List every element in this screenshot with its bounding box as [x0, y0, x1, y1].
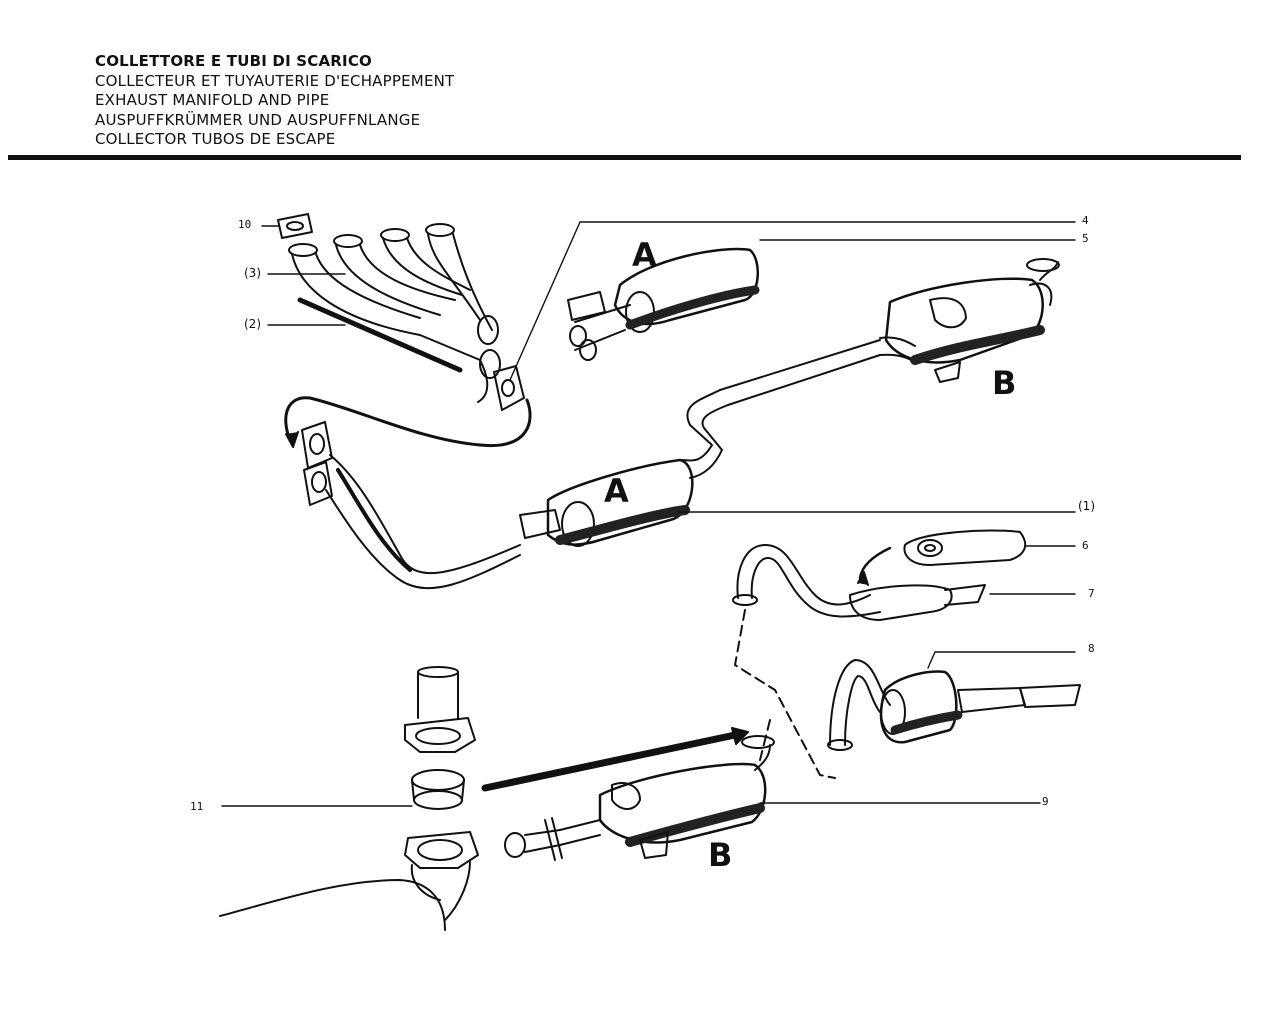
callout-7: 7: [1088, 587, 1095, 600]
connector-curve: [284, 396, 532, 448]
callout-4: 4: [1082, 214, 1089, 227]
part-rear-muffler-b-top: [884, 258, 1060, 383]
part-manifold: [288, 223, 525, 411]
section-letter-b-top: B: [992, 364, 1017, 402]
part-front-muffler-a-top: [567, 247, 760, 361]
section-letter-a-mid: A: [604, 472, 629, 510]
big-arrow-head: [731, 727, 749, 745]
section-letter-b-bottom: B: [708, 836, 733, 874]
connector-arrowhead: [285, 431, 299, 448]
callout-6: 6: [1082, 539, 1089, 552]
part-7-tail-pipe: [732, 544, 986, 621]
callout-10: 10: [238, 218, 252, 231]
callout-5: 5: [1082, 232, 1089, 245]
part-10-gasket: [277, 213, 313, 239]
title-italian: COLLETTORE E TUBI DI SCARICO: [95, 52, 372, 70]
title-french: COLLECTEUR ET TUYAUTERIE D'ECHAPPEMENT: [95, 71, 455, 90]
part-1-main-pipe: [301, 336, 916, 590]
callout-1: (1): [1078, 499, 1095, 513]
callout-11: 11: [190, 800, 204, 813]
section-letter-a-top: A: [632, 236, 657, 274]
big-arrow-shaft: [481, 731, 739, 792]
dashed-guide-1: [734, 609, 836, 779]
dashed-guide-2: [759, 719, 771, 761]
title-english: EXHAUST MANIFOLD AND PIPE: [95, 91, 330, 110]
callout-8: 8: [1088, 642, 1095, 655]
header-rule: [8, 155, 1241, 160]
part-8-alt-muffler: [827, 659, 1081, 751]
part-11-flange: [219, 666, 479, 931]
title-block: COLLETTORE E TUBI DI SCARICO COLLECTEUR …: [95, 52, 695, 150]
title-german: AUSPUFFKRÜMMER UND AUSPUFFNLANGE: [95, 110, 421, 129]
title-spanish: COLLECTOR TUBOS DE ESCAPE: [95, 130, 336, 149]
part-9-rear-muffler-b: [504, 735, 775, 861]
part-6-tail-trim: [903, 529, 1027, 566]
leader-lines: [221, 221, 1076, 807]
callout-3: (3): [244, 266, 261, 280]
callout-2: (2): [244, 317, 261, 331]
callout-9: 9: [1042, 795, 1049, 808]
